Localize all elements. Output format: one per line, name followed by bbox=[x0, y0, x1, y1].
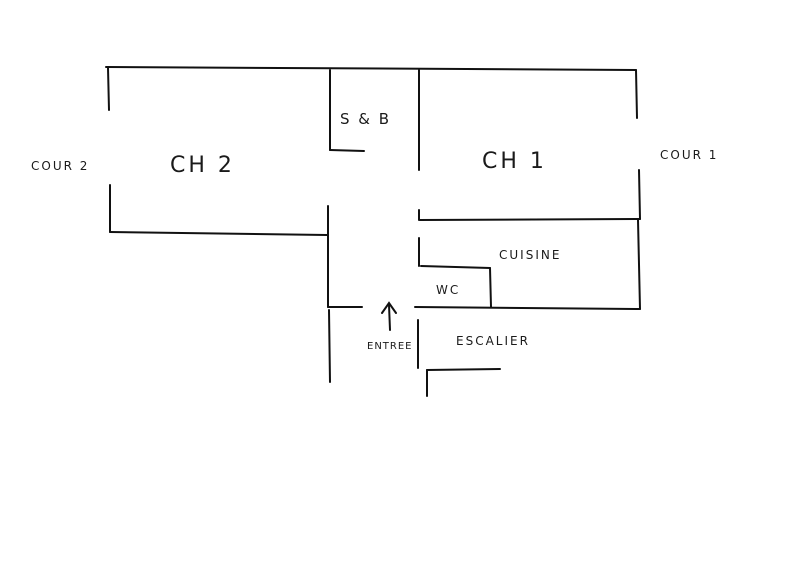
up-arrow-icon bbox=[381, 301, 397, 331]
label-cour-2: COUR 2 bbox=[31, 159, 89, 173]
wall-kitchen-right bbox=[637, 219, 641, 310]
wall-wc-top bbox=[420, 265, 491, 269]
label-s-et-b: S & B bbox=[340, 110, 391, 128]
wall-sdb-bottom bbox=[329, 149, 365, 152]
label-escalier: ESCALIER bbox=[456, 334, 530, 348]
label-cour-1: COUR 1 bbox=[660, 148, 718, 162]
wall-ch1-bottom bbox=[419, 218, 641, 221]
arrow-head bbox=[381, 301, 397, 314]
label-ch-1: CH 1 bbox=[482, 149, 547, 174]
wall-apartment-bottom bbox=[414, 306, 641, 310]
wall-stair-left bbox=[328, 309, 331, 383]
arrow-shaft bbox=[388, 304, 391, 331]
wall-ch1-right-upper bbox=[635, 69, 638, 119]
label-entree: ENTREE bbox=[367, 341, 413, 352]
wall-wc-right bbox=[489, 267, 492, 308]
wall-stair-landing-top bbox=[426, 368, 501, 371]
wall-ch2-bottom bbox=[109, 231, 328, 236]
label-wc: WC bbox=[436, 283, 460, 297]
wall-ch2-left-upper bbox=[107, 67, 110, 111]
label-ch-2: CH 2 bbox=[170, 153, 235, 178]
wall-top bbox=[105, 66, 637, 71]
wall-ch1-right-lower bbox=[638, 169, 641, 220]
label-cuisine: CUISINE bbox=[499, 248, 561, 262]
walls bbox=[105, 66, 641, 397]
